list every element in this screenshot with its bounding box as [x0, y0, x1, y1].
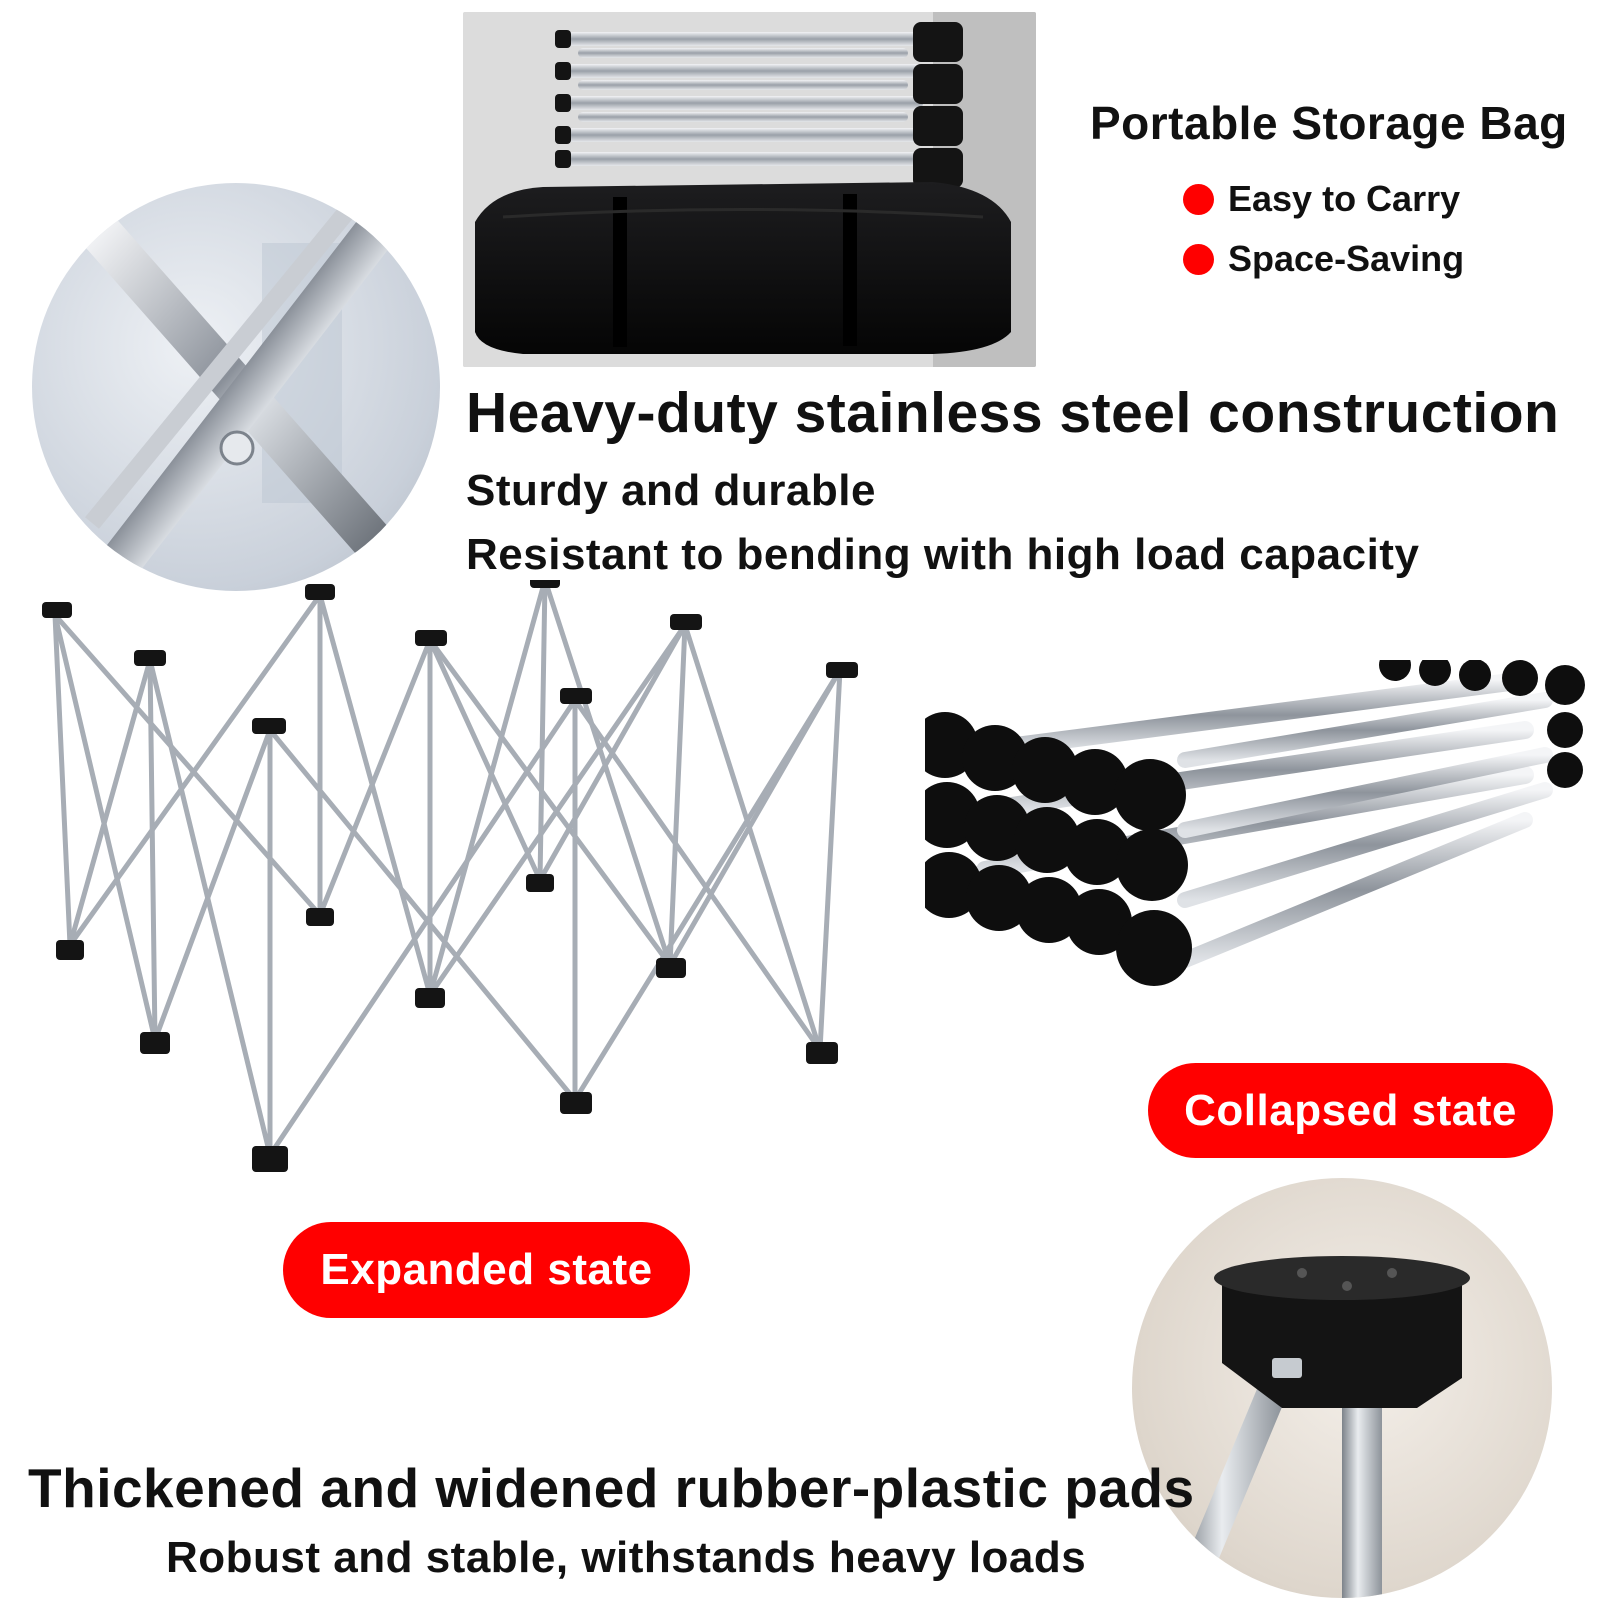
- bolt-icon: [1272, 1358, 1302, 1378]
- folded-rods: [555, 22, 963, 188]
- steel-joint-closeup: [32, 183, 440, 591]
- storage-bag: [475, 182, 1011, 354]
- collapsed-state-label: Collapsed state: [1148, 1063, 1553, 1158]
- construction-heading: Heavy-duty stainless steel construction: [466, 381, 1560, 445]
- construction-line: Sturdy and durable: [466, 466, 876, 515]
- red-bullet-icon: [1183, 243, 1214, 275]
- folded-frame-bag-photo: [463, 12, 1036, 367]
- pads-line: Robust and stable, withstands heavy load…: [166, 1533, 1087, 1582]
- red-bullet-icon: [1183, 183, 1214, 215]
- storage-bullet-label: Space-Saving: [1228, 238, 1465, 279]
- construction-line: Resistant to bending with high load capa…: [466, 530, 1420, 579]
- storage-title: Portable Storage Bag: [1090, 97, 1568, 149]
- expanded-frame-photo: [30, 574, 910, 1200]
- storage-bullet: Easy to Carry: [1183, 178, 1460, 220]
- collapsed-frame-photo: [912, 649, 1595, 1055]
- pads-heading: Thickened and widened rubber-plastic pad…: [28, 1457, 1195, 1519]
- storage-bullet-label: Easy to Carry: [1228, 178, 1461, 219]
- rubber-pad-closeup: [1132, 1178, 1552, 1598]
- expanded-state-label: Expanded state: [283, 1222, 690, 1318]
- storage-bullet: Space-Saving: [1183, 238, 1464, 280]
- rivet-icon: [219, 430, 255, 466]
